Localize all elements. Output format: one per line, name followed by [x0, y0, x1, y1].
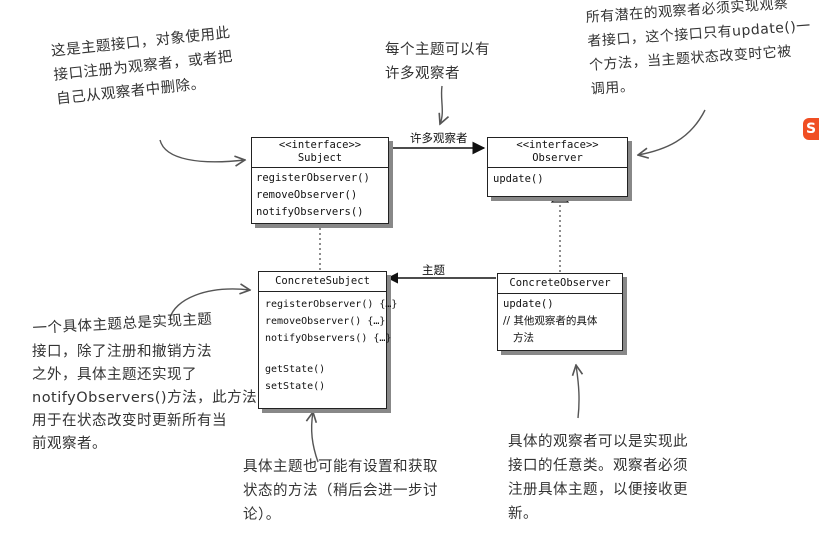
observer-header: <<interface>> Observer — [488, 138, 627, 168]
subject-methods: registerObserver() removeObserver() noti… — [252, 168, 388, 223]
concrete-observer-method: // 其他观察者的具体 — [503, 315, 598, 327]
pointer-getset-note — [312, 412, 319, 463]
concrete-subject-state-method: setState() — [265, 381, 326, 392]
concrete-subject-header: ConcreteSubject — [259, 272, 386, 292]
observer-interface-box[interactable]: <<interface>> Observer update() — [487, 137, 628, 197]
concrete-subject-state-method: getState() — [265, 364, 326, 375]
many-observers-note: 每个主题可以有 许多观察者 — [385, 42, 490, 82]
pointer-concrete-subject-note — [169, 289, 250, 319]
getset-state-note: 具体主题也可能有设置和获取 状态的方法（稍后会进一步讨 论）。 — [243, 459, 438, 523]
pointer-subject-note — [159, 139, 245, 162]
observer-interface-note: 所有潜在的观察者必须实现观察 者接口，这个接口只有update()一 个方法，当… — [585, 0, 812, 98]
concrete-subject-method: notifyObservers() {…} — [265, 333, 392, 344]
concrete-observer-box[interactable]: ConcreteObserver update() // 其他观察者的具体 方法 — [497, 273, 623, 351]
concrete-subject-method: registerObserver() {…} — [265, 299, 398, 310]
subject-header: <<interface>> Subject — [252, 138, 388, 168]
concrete-observer-name: ConcreteObserver — [509, 277, 611, 289]
association-label-subject: 主题 — [422, 263, 445, 277]
subject-method: registerObserver() — [256, 172, 370, 184]
association-label-many-observers: 许多观察者 — [410, 131, 468, 145]
subject-method: notifyObservers() — [256, 206, 364, 218]
sogou-logo-icon: S — [803, 118, 819, 140]
subject-name: Subject — [297, 152, 343, 164]
observer-name: Observer — [532, 152, 583, 164]
concrete-observer-note: 具体的观察者可以是实现此 接口的任意类。观察者必须 注册具体主题，以便接收更 新… — [508, 434, 688, 522]
concrete-observer-methods: update() // 其他观察者的具体 方法 — [498, 294, 622, 349]
observer-method: update() — [493, 173, 544, 185]
pointer-concrete-observer-note — [576, 365, 579, 419]
concrete-subject-methods: registerObserver() {…} removeObserver() … — [259, 292, 398, 395]
concrete-observer-header: ConcreteObserver — [498, 274, 622, 294]
observer-stereotype: <<interface>> — [516, 139, 599, 151]
concrete-observer-method: update() — [503, 298, 554, 310]
concrete-subject-method: removeObserver() {…} — [265, 316, 386, 327]
pointer-observer-note — [638, 109, 706, 155]
subject-stereotype: <<interface>> — [278, 139, 362, 151]
pointer-many-observers-note — [440, 85, 442, 124]
observer-methods: update() — [488, 168, 627, 196]
concrete-subject-name: ConcreteSubject — [275, 275, 370, 287]
concrete-subject-box[interactable]: ConcreteSubject registerObserver() {…} r… — [258, 271, 398, 409]
subject-interface-box[interactable]: <<interface>> Subject registerObserver()… — [251, 137, 389, 224]
concrete-observer-method: 方法 — [503, 332, 535, 344]
concrete-subject-note: 一个具体主题总是实现主题 接口，除了注册和撤销方法 之外，具体主题还实现了 no… — [32, 311, 258, 452]
subject-method: removeObserver() — [256, 189, 358, 201]
